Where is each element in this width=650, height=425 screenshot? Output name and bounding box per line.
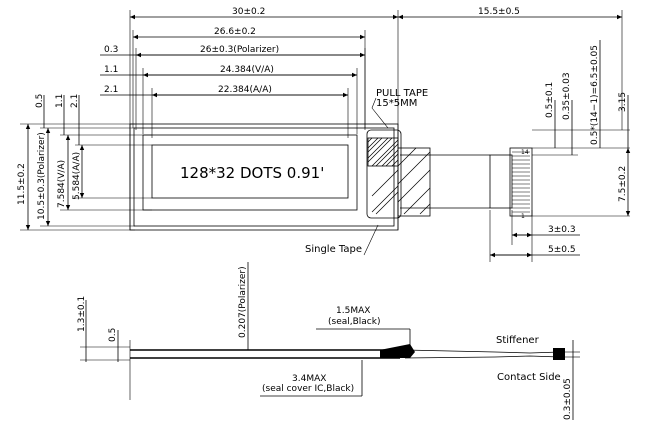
dim-left-1-1: 1.1 bbox=[104, 65, 118, 75]
dim-off-2-1: 2.1 bbox=[70, 94, 80, 108]
contact-side-label: Contact Side bbox=[497, 372, 561, 383]
ic-note: (seal cover IC,Black) bbox=[262, 384, 354, 394]
seal-max: 1.5MAX bbox=[336, 306, 370, 316]
dim-0-5-side: 0.5 bbox=[108, 328, 118, 342]
dim-total-height: 11.5±0.2 bbox=[17, 163, 27, 205]
dim-polarizer-height: 10.5±0.3(Polarizer) bbox=[37, 132, 47, 220]
dim-3: 3±0.3 bbox=[548, 225, 576, 235]
dim-aa-width: 22.384(A/A) bbox=[218, 85, 272, 95]
dim-va-width: 24.384(V/A) bbox=[220, 65, 274, 75]
ic-max: 3.4MAX bbox=[292, 374, 326, 384]
top-dimensions: 30±0.2 15.5±0.5 26.6±0.2 26±0.3(Polarize… bbox=[100, 7, 622, 98]
fpc-dimensions: 0.5±0.1 0.35±0.03 0.5*(14−1)=6.5±0.05 3.… bbox=[489, 40, 631, 262]
pull-tape-label: PULL TAPE bbox=[376, 88, 428, 99]
left-dimensions: 11.5±0.2 10.5±0.3(Polarizer) 7.584(V/A) … bbox=[17, 94, 152, 231]
display-text: 128*32 DOTS 0.91' bbox=[180, 164, 324, 182]
dim-0-5-fpc: 0.5±0.1 bbox=[545, 82, 555, 118]
pull-tape-size: 15*5MM bbox=[376, 98, 417, 109]
stiffener-label: Stiffener bbox=[496, 335, 540, 346]
dim-right-width: 15.5±0.5 bbox=[478, 7, 520, 17]
pin-14-label: 14 bbox=[521, 149, 529, 156]
side-view: 1.3±0.1 0.5 0.207(Polarizer) 1.5MAX (sea… bbox=[77, 262, 580, 420]
dim-left-2-1: 2.1 bbox=[104, 85, 118, 95]
dim-polarizer-width: 26±0.3(Polarizer) bbox=[200, 45, 279, 55]
dim-va-height: 7.584(V/A) bbox=[57, 160, 67, 208]
display-module: 128*32 DOTS 0.91' bbox=[129, 123, 399, 231]
seal-note: (seal,Black) bbox=[328, 317, 380, 327]
dim-3-15: 3.15 bbox=[618, 92, 628, 112]
dim-7-5: 7.5±0.2 bbox=[618, 166, 628, 202]
dim-1-3: 1.3±0.1 bbox=[77, 296, 87, 332]
dim-26-6: 26.6±0.2 bbox=[214, 27, 256, 37]
dim-polarizer-thk: 0.207(Polarizer) bbox=[238, 266, 248, 338]
dim-0-3: 0.3±0.05 bbox=[563, 378, 573, 420]
extension-lines bbox=[129, 10, 623, 230]
pin-1-label: 1 bbox=[521, 213, 525, 220]
dim-left-0-3: 0.3 bbox=[104, 45, 118, 55]
pull-tape-fpc: 14 1 PULL TAPE 15*5MM Single Tape bbox=[305, 88, 533, 256]
dim-0-35: 0.35±0.03 bbox=[562, 72, 572, 120]
dim-overall-width: 30±0.2 bbox=[232, 7, 265, 17]
dim-5: 5±0.5 bbox=[548, 245, 576, 255]
dim-off-0-5: 0.5 bbox=[35, 94, 45, 108]
dim-pitch: 0.5*(14−1)=6.5±0.05 bbox=[590, 45, 600, 145]
dim-aa-height: 5.584(A/A) bbox=[72, 152, 82, 200]
single-tape-label: Single Tape bbox=[305, 244, 362, 255]
dim-off-1-1: 1.1 bbox=[55, 94, 65, 108]
